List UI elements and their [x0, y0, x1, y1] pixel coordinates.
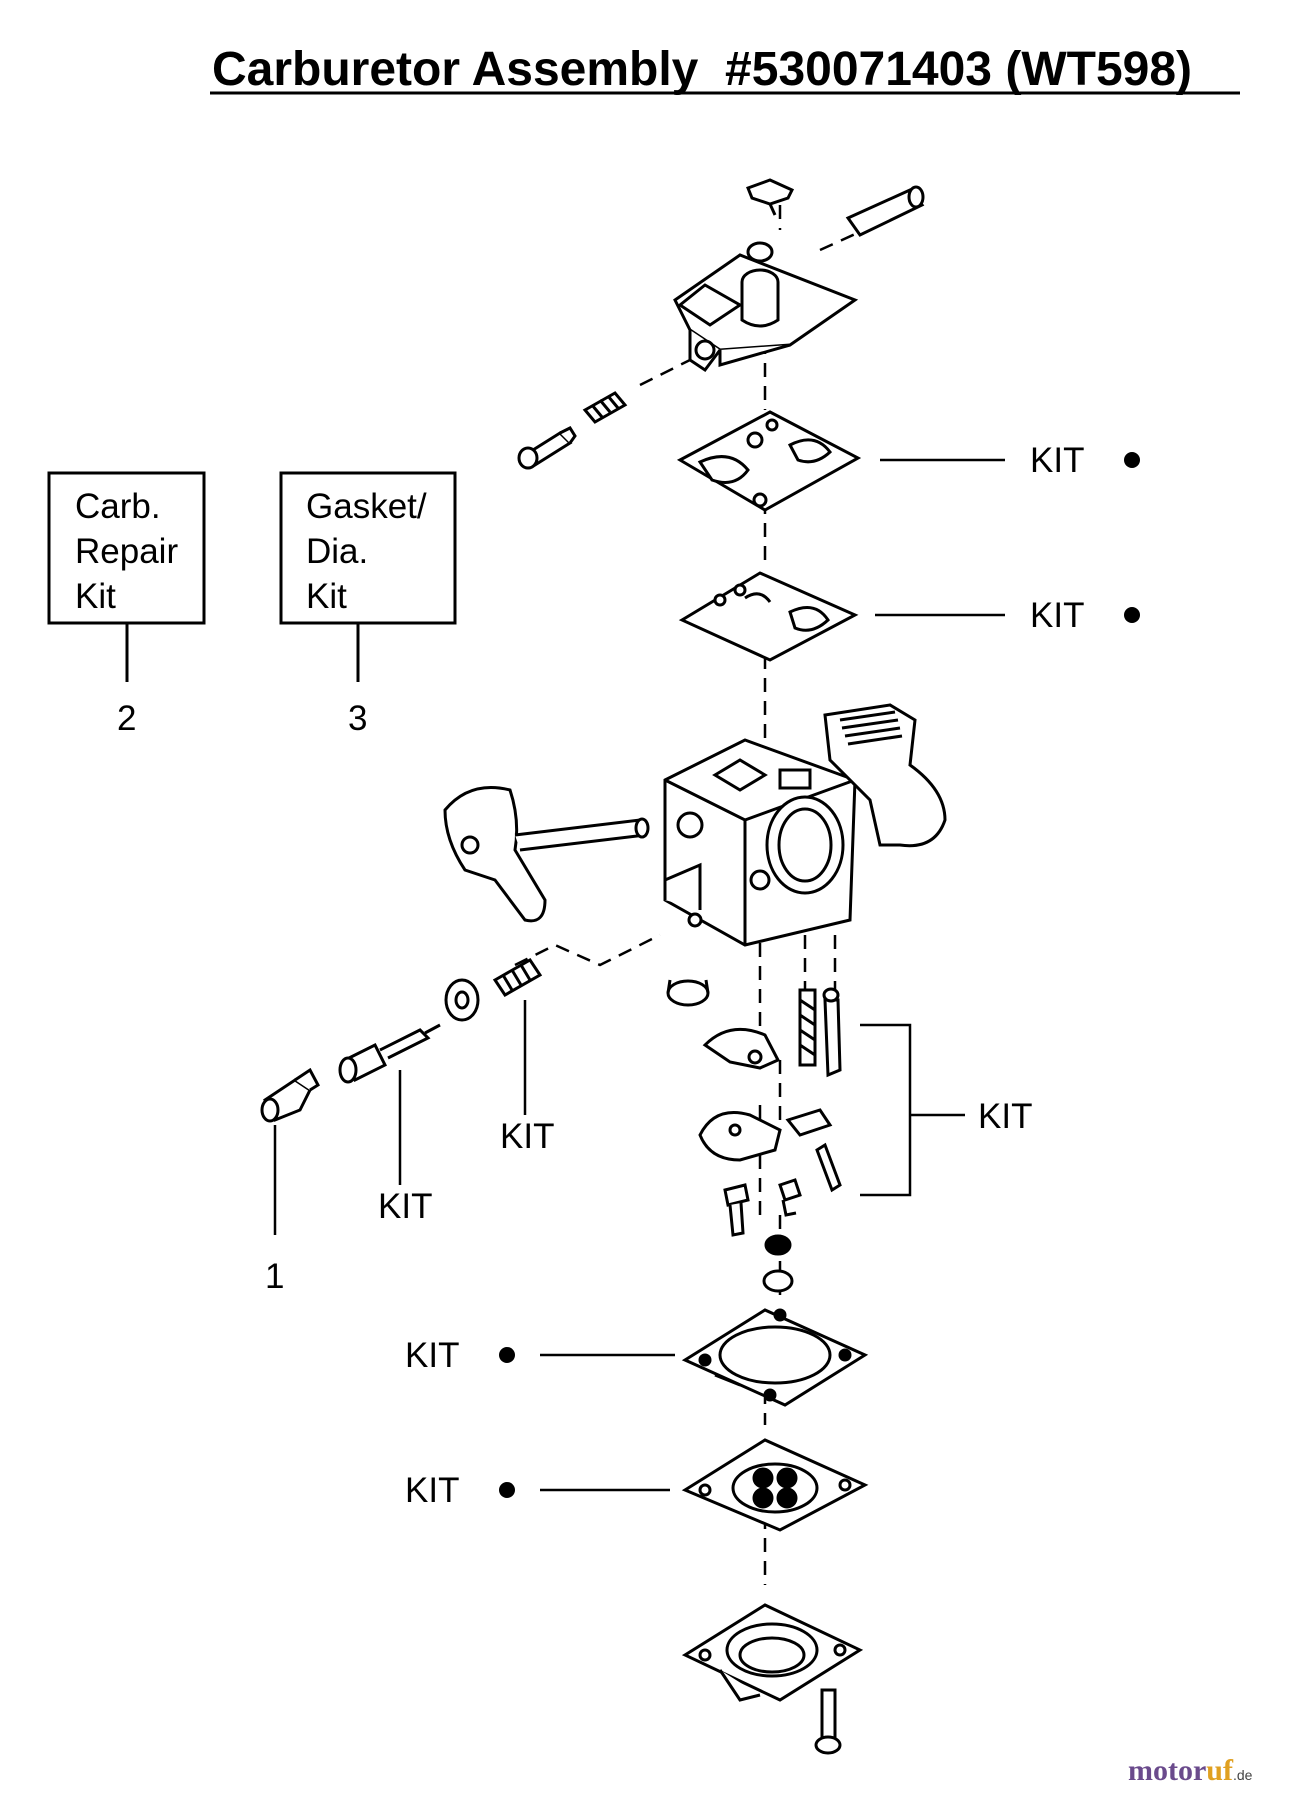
item-number-1: 1	[265, 1257, 284, 1296]
brand-watermark: motoruf.de	[1128, 1754, 1253, 1787]
pump-diaphragm	[678, 571, 859, 662]
metering-lever	[698, 1111, 782, 1162]
item-number-2: 2	[117, 699, 136, 738]
brand-part-a: motor	[1128, 1754, 1206, 1787]
limiter-cap	[260, 1067, 320, 1123]
spring-top	[582, 391, 628, 424]
kit-label: KIT	[405, 1336, 459, 1375]
kit-box-line: Dia.	[306, 532, 368, 571]
plug-and-ring	[762, 1234, 794, 1293]
kit-box-line: Kit	[306, 577, 347, 616]
kit-callout-metering-diaphragm: KIT	[405, 1471, 515, 1510]
kit-label: KIT	[405, 1471, 459, 1510]
kit-callout-metering-parts: KIT	[978, 1097, 1032, 1136]
metering-cover	[681, 1603, 864, 1702]
title-block: Carburetor Assembly #530071403 (WT598)	[210, 43, 1240, 96]
kit-label: KIT	[1030, 441, 1084, 480]
brand-suffix: .de	[1233, 1767, 1253, 1783]
throttle-lever	[823, 703, 947, 848]
leader-lines	[273, 458, 1005, 1492]
kit-callout-metering-gasket: KIT	[405, 1336, 515, 1375]
kit-callout-spring: KIT	[500, 1117, 554, 1156]
small-screws	[723, 1178, 802, 1237]
kit-callout-pump-diaphragm: KIT	[1030, 596, 1140, 635]
kit-label: KIT	[1030, 596, 1084, 635]
kit-box-carb-repair: Carb. Repair Kit 2	[47, 471, 206, 738]
check-valve	[666, 979, 710, 1007]
metering-gasket	[681, 1308, 869, 1407]
kit-callout-pump-gasket: KIT	[1030, 441, 1140, 480]
kit-dot	[499, 1347, 515, 1363]
brand-part-b: uf	[1206, 1754, 1234, 1787]
choke-lever	[443, 786, 650, 923]
item-number-3: 3	[348, 699, 367, 738]
kit-box-line: Gasket/	[306, 487, 427, 526]
kit-label: KIT	[378, 1187, 432, 1226]
inlet-needle	[822, 987, 842, 1078]
metering-spring	[798, 988, 817, 1067]
kit-label: KIT	[500, 1117, 554, 1156]
kit-box-line: Carb.	[75, 487, 161, 526]
kit-box-line: Repair	[75, 532, 178, 571]
mixture-needle	[338, 1023, 441, 1084]
pump-cover	[673, 241, 859, 373]
cover-screw	[746, 178, 795, 216]
diagram-title: Carburetor Assembly #530071403 (WT598)	[212, 43, 1192, 96]
carburetor-body	[663, 738, 857, 947]
kit-dot	[1124, 452, 1140, 468]
kit-label: KIT	[978, 1097, 1032, 1136]
metering-diaphragm	[681, 1438, 869, 1532]
item-1-callout: 1	[265, 1257, 284, 1296]
idle-screw-path	[514, 933, 661, 967]
cover-screw-bottom	[814, 1688, 842, 1755]
washer-left	[444, 978, 480, 1022]
adjust-screw-top	[517, 426, 577, 470]
kit-box-gasket-dia: Gasket/ Dia. Kit 3	[279, 471, 457, 738]
kit-box-line: Kit	[75, 577, 116, 616]
lever-pin	[785, 1108, 842, 1193]
pin	[845, 185, 925, 237]
kit-dot	[499, 1482, 515, 1498]
metering-lever-cover	[702, 1027, 781, 1070]
kit-callout-needle: KIT	[378, 1187, 432, 1226]
svg-text:motoruf.de: motoruf.de	[1128, 1754, 1253, 1787]
pump-gasket	[676, 410, 862, 512]
kit-dot	[1124, 607, 1140, 623]
spring-left	[492, 958, 543, 997]
